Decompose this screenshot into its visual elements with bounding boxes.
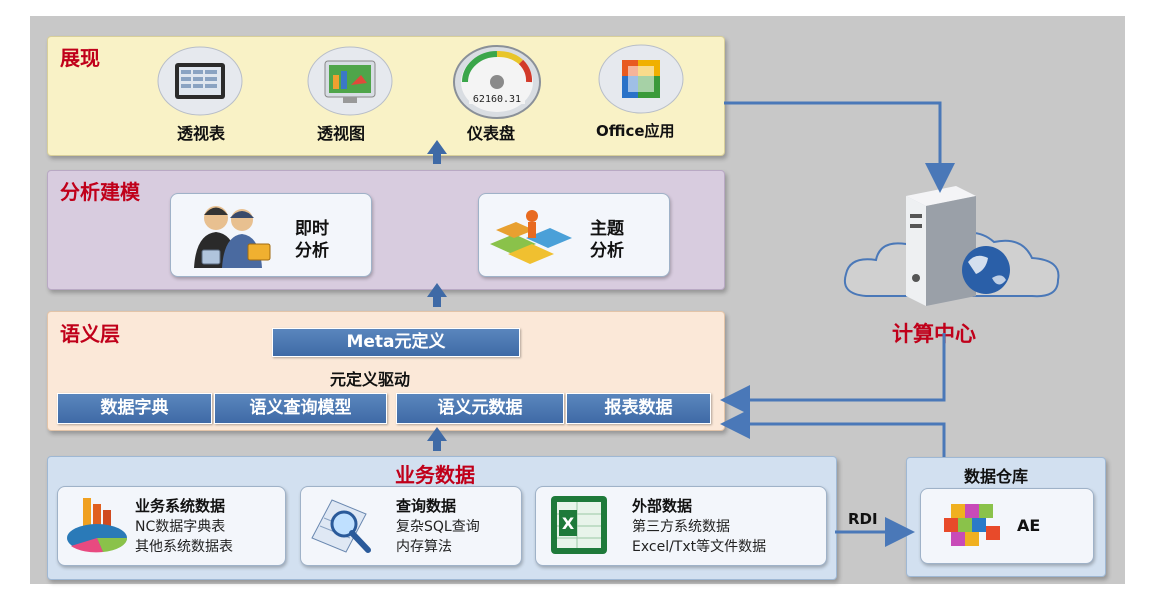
server-cloud-icon	[836, 178, 1072, 322]
meta-driver-label: 元定义驱动	[330, 370, 411, 389]
query-data-line1: 复杂SQL查询	[396, 519, 480, 535]
pie-chart-icon	[63, 494, 133, 562]
gauge-readout: 62160.31	[473, 94, 521, 105]
semantic-title: 语义层	[60, 322, 120, 346]
business-system-title: 业务系统数据	[135, 497, 226, 515]
business-system-line2: 其他系统数据表	[135, 539, 233, 555]
pivot-table-label: 透视表	[177, 124, 226, 143]
external-data-title: 外部数据	[632, 497, 693, 515]
warehouse-title: 数据仓库	[964, 467, 1029, 486]
business-system-line1: NC数据字典表	[135, 519, 226, 535]
office-icon	[596, 42, 686, 120]
topic-analysis-line2: 分析	[590, 241, 624, 261]
external-data-line1: 第三方系统数据	[632, 519, 730, 535]
query-data-title: 查询数据	[396, 497, 457, 515]
meta-definition-bar: Meta元定义	[272, 328, 520, 357]
presentation-title: 展现	[60, 46, 100, 70]
semantic-query-model-bar: 语义查询模型	[214, 393, 387, 424]
rdi-label: RDI	[848, 510, 878, 528]
topic-analysis-line1: 主题	[590, 219, 624, 239]
magnifier-icon	[306, 494, 378, 562]
svg-text:X: X	[562, 514, 575, 533]
excel-icon: X	[547, 492, 611, 562]
modeling-title: 分析建模	[60, 180, 140, 204]
query-data-line2: 内存算法	[396, 539, 452, 555]
compute-center-label: 计算中心	[892, 322, 976, 346]
office-label: Office应用	[596, 122, 675, 140]
topic-cubes-icon	[486, 204, 578, 270]
semantic-metadata-bar: 语义元数据	[396, 393, 564, 424]
instant-analysis-line1: 即时	[295, 219, 329, 239]
gauge-icon: 62160.31	[451, 42, 543, 124]
ae-label: AE	[1017, 516, 1041, 535]
pivot-chart-icon	[305, 45, 395, 121]
business-title: 业务数据	[395, 463, 475, 487]
report-data-bar: 报表数据	[566, 393, 711, 424]
ae-cubes-icon	[940, 496, 1004, 558]
instant-analysis-line2: 分析	[295, 241, 329, 261]
pivot-table-icon	[155, 45, 245, 121]
analyst-people-icon	[184, 198, 276, 274]
data-dictionary-bar: 数据字典	[57, 393, 212, 424]
gauge-label: 仪表盘	[467, 124, 516, 143]
external-data-line2: Excel/Txt等文件数据	[632, 539, 767, 555]
pivot-chart-label: 透视图	[317, 124, 366, 143]
